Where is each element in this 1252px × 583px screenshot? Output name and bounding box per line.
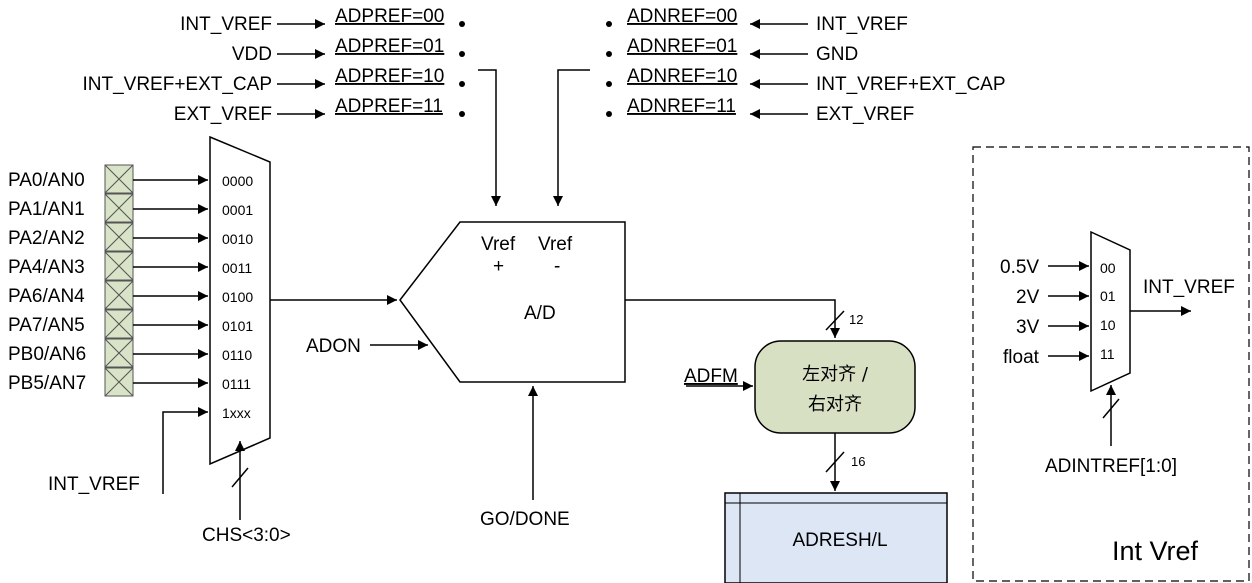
adpref-source-ext-vref: EXT_VREF (174, 104, 272, 125)
adpref-source-int-vref: INT_VREF (180, 14, 272, 35)
pin-label-an4: PA6/AN4 (8, 286, 85, 307)
adnref-label-10: ADNREF=10 (627, 66, 737, 87)
result-register: ADRESH/L (724, 492, 948, 583)
adon-label: ADON (306, 336, 361, 357)
pin-label-an1: PA1/AN1 (8, 199, 85, 220)
align-line-1: 左对齐 / (802, 364, 869, 385)
mux-code-0110: 0110 (222, 347, 252, 363)
pin-label-an6: PB0/AN6 (8, 344, 86, 365)
adnref-source-ext-vref: EXT_VREF (816, 104, 914, 125)
mux-code-0010: 0010 (222, 231, 253, 247)
adc-bits-label: 12 (849, 312, 863, 327)
align-bits-label: 16 (851, 454, 865, 469)
adnref-source-int-vref-ext-cap: INT_VREF+EXT_CAP (816, 74, 1006, 95)
int-vref-output-label: INT_VREF (1143, 277, 1235, 298)
mux-code-0111: 0111 (222, 376, 251, 392)
int-vref-code-01: 01 (1100, 288, 1116, 304)
adnref-source-int-vref: INT_VREF (816, 14, 908, 35)
adnref-label-11: ADNREF=11 (627, 96, 736, 117)
adpref-label-11: ADPREF=11 (335, 96, 443, 117)
mux-select-label: CHS<3:0> (202, 525, 291, 546)
int-vref-title: Int Vref (1112, 536, 1199, 566)
int-vref-select-label: ADINTREF[1:0] (1045, 456, 1177, 477)
analog-input-pins: PA0/AN0 PA1/AN1 PA2/AN2 PA4/AN3 PA6/AN4 … (8, 164, 208, 397)
adnref-label-01: ADNREF=01 (627, 36, 737, 57)
pin-label-an2: PA2/AN2 (8, 228, 85, 249)
int-vref-input-05v: 0.5V (1000, 257, 1039, 278)
int-vref-code-00: 00 (1100, 260, 1116, 276)
mux-int-vref-label: INT_VREF (48, 474, 140, 495)
adpref-source-vdd: VDD (232, 44, 272, 65)
adnref-source-gnd: GND (816, 44, 858, 65)
channel-mux: 0000 0001 0010 0011 0100 0101 0110 0111 … (48, 135, 397, 546)
int-vref-input-2v: 2V (1016, 287, 1040, 308)
mux-code-0000: 0000 (222, 173, 253, 189)
go-done-label: GO/DONE (480, 509, 570, 530)
mux-code-1xxx: 1xxx (222, 405, 251, 421)
adc-label: A/D (524, 303, 556, 324)
pin-label-an3: PA4/AN3 (8, 257, 85, 278)
pin-label-an7: PB5/AN7 (8, 373, 86, 394)
adnref-selector: ADNREF=00 INT_VREF ADNREF=01 GND ADNREF=… (553, 6, 1006, 206)
adpref-source-int-vref-ext-cap: INT_VREF+EXT_CAP (82, 74, 272, 95)
mux-code-0100: 0100 (222, 289, 253, 305)
adpref-selector: INT_VREF ADPREF=00 VDD ADPREF=01 INT_VRE… (82, 6, 501, 206)
adpref-label-10: ADPREF=10 (335, 66, 444, 87)
mux-code-0101: 0101 (222, 318, 253, 334)
mux-code-0011: 0011 (222, 260, 252, 276)
adpref-label-01: ADPREF=01 (335, 36, 444, 57)
vref-minus-label: Vref (538, 234, 573, 255)
adpref-label-00: ADPREF=00 (335, 6, 444, 27)
pin-label-an0: PA0/AN0 (8, 170, 85, 191)
vref-minus-sign: - (554, 256, 560, 277)
int-vref-code-11: 11 (1100, 346, 1115, 362)
adfm-label: ADFM (684, 366, 738, 387)
pin-label-an5: PA7/AN5 (8, 315, 85, 336)
adc-converter: Vref + Vref - A/D ADON GO/DONE 12 (306, 221, 863, 530)
result-label: ADRESH/L (792, 530, 887, 551)
adnref-label-00: ADNREF=00 (627, 6, 737, 27)
mux-code-0001: 0001 (222, 202, 253, 218)
align-line-2: 右对齐 (808, 394, 862, 415)
vref-plus-sign: + (493, 256, 504, 277)
int-vref-input-3v: 3V (1016, 317, 1040, 338)
int-vref-block: Int Vref 00 01 10 11 0.5V 2V 3V float IN… (972, 146, 1250, 582)
int-vref-input-float: float (1003, 347, 1040, 368)
vref-plus-label: Vref (481, 234, 516, 255)
int-vref-code-10: 10 (1100, 317, 1116, 333)
alignment-block: 左对齐 / 右对齐 ADFM 16 (684, 340, 916, 491)
